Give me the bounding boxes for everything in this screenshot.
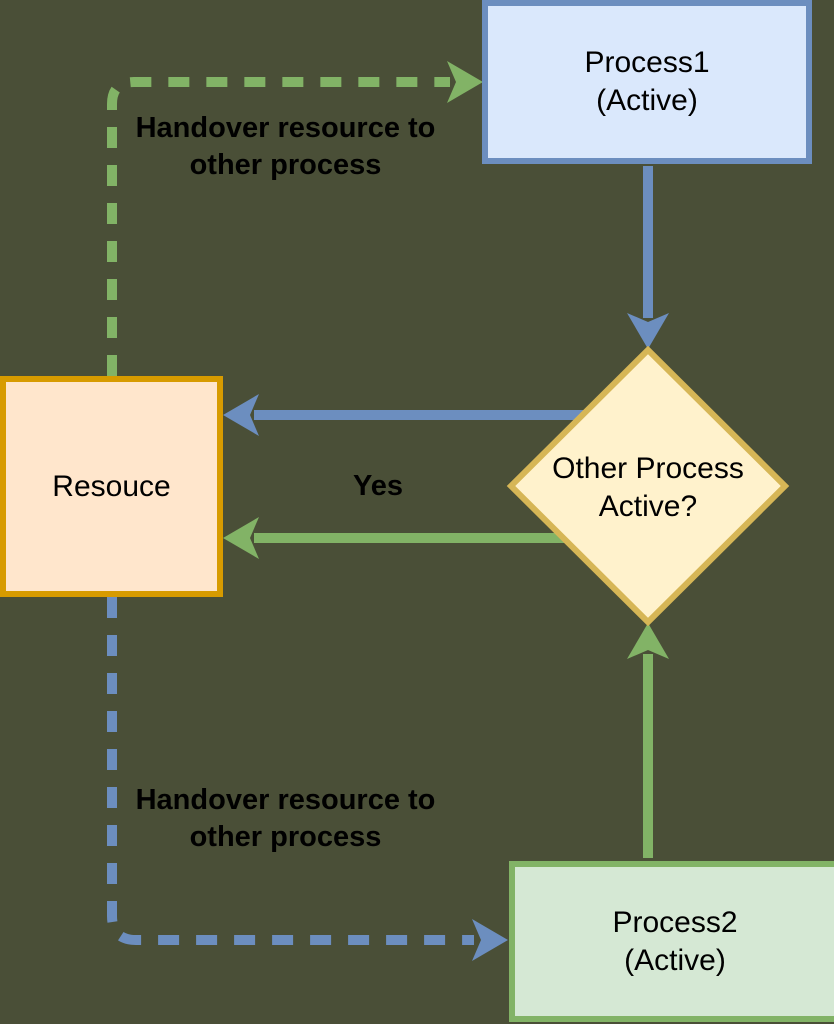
node-resource-label: Resouce bbox=[52, 469, 171, 503]
arrow-process2-to-decision bbox=[627, 623, 669, 858]
decision-diamond-shape bbox=[506, 345, 790, 627]
decision-question-line2: Active? bbox=[598, 490, 698, 523]
node-process1-title: Process1 bbox=[584, 46, 710, 79]
node-resource: Resouce bbox=[0, 376, 223, 597]
handover-top-line2: resource to bbox=[277, 112, 436, 144]
handover-bottom-line2: resource to bbox=[277, 784, 436, 816]
handover-bottom-line3: other process bbox=[189, 821, 382, 853]
node-process1: Process1 (Active) bbox=[482, 0, 812, 164]
yes-label: Yes bbox=[353, 470, 403, 502]
arrow-resource-to-process1-dashed bbox=[107, 61, 483, 376]
decision-question-line1: Other Process bbox=[552, 452, 744, 485]
edge-label-yes: Yes bbox=[328, 468, 428, 505]
handover-top-line3: other process bbox=[189, 149, 382, 181]
node-process2: Process2 (Active) bbox=[509, 861, 834, 1022]
handover-bottom-line1: Handover bbox=[135, 784, 270, 816]
node-process1-state: (Active) bbox=[596, 84, 698, 117]
node-process2-title: Process2 bbox=[612, 905, 738, 939]
edge-label-handover-top: Handover resource to other process bbox=[128, 110, 443, 184]
node-process2-state: (Active) bbox=[624, 943, 726, 977]
arrow-resource-to-process2-dashed bbox=[107, 597, 508, 961]
node-decision-label: Other Process Active? bbox=[528, 450, 768, 526]
handover-top-line1: Handover bbox=[135, 112, 270, 144]
arrow-process1-to-decision bbox=[627, 166, 669, 349]
edge-label-handover-bottom: Handover resource to other process bbox=[128, 782, 443, 856]
arrow-decision-to-resource-green bbox=[223, 517, 570, 559]
arrow-decision-to-resource-blue bbox=[223, 394, 584, 436]
